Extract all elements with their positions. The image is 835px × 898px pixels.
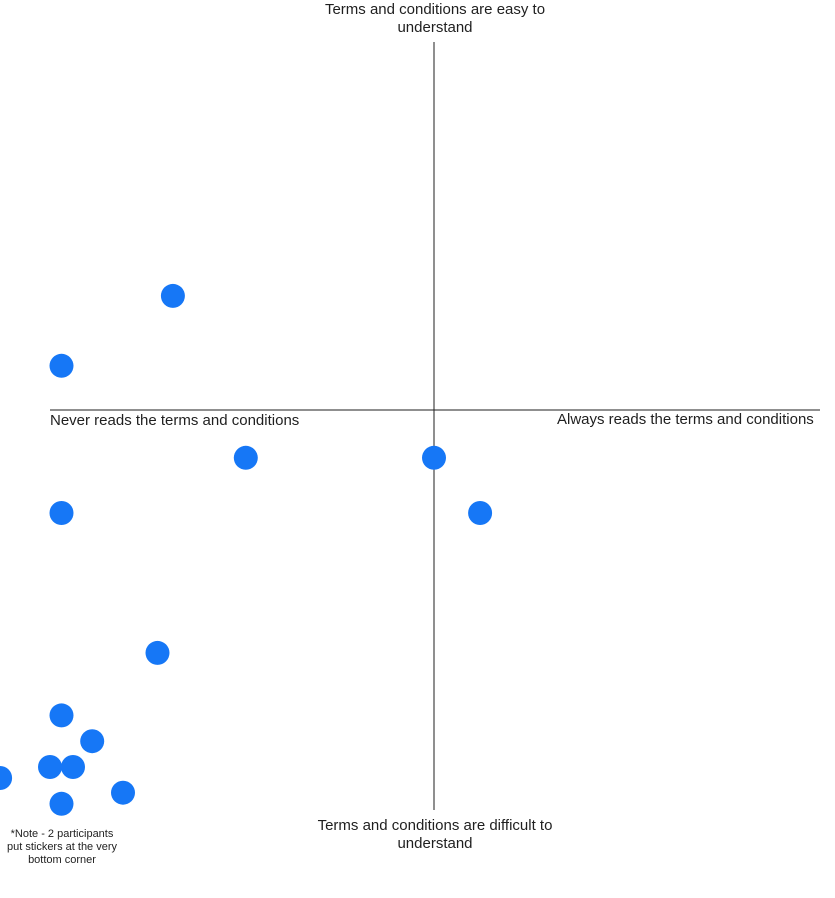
sticker-points	[0, 283, 493, 816]
sticker-point-5	[49, 501, 74, 525]
sticker-point-4	[422, 445, 446, 470]
sticker-point-7	[145, 640, 170, 665]
axis-label-difficult: Terms and conditions are difficult to un…	[317, 817, 553, 852]
sticker-point-6	[468, 501, 493, 525]
sticker-point-13	[111, 780, 135, 805]
sticker-point-14	[49, 791, 74, 816]
sticker-point-11	[61, 755, 85, 779]
axis-label-always-reads: Always reads the terms and conditions	[557, 411, 814, 428]
sticker-point-9	[80, 729, 105, 754]
axis-label-never-reads: Never reads the terms and conditions	[50, 412, 300, 429]
sticker-point-3	[233, 445, 258, 470]
sticker-point-10	[38, 755, 62, 779]
participant-note: *Note - 2 participants put stickers at t…	[6, 828, 118, 866]
sticker-point-12	[0, 766, 13, 790]
sticker-point-8	[49, 703, 74, 728]
sticker-point-2	[49, 353, 74, 378]
sticker-point-1	[160, 283, 185, 308]
axis-label-easy: Terms and conditions are easy to underst…	[324, 1, 546, 36]
